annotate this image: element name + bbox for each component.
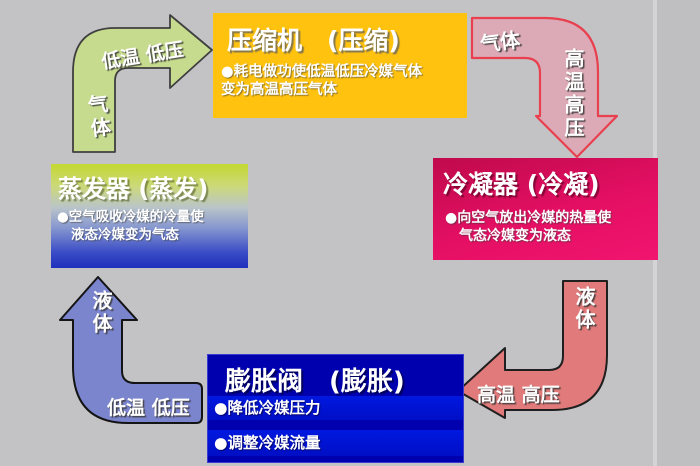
- slide-right-margin: [657, 0, 700, 466]
- evaporator-box: 蒸发器 (蒸发) ●空气吸收冷媒的冷量使 液态冷媒变为气态: [51, 164, 248, 268]
- condenser-description: ●向空气放出冷媒的热量使 气态冷媒变为液态: [445, 209, 658, 245]
- expansion-valve-title: 膨胀阀 (膨胀): [225, 367, 405, 397]
- condenser-description-line2: 气态冷媒变为液态: [459, 228, 571, 245]
- arrow-compressor-to-condenser: [470, 16, 619, 159]
- label-liquid-state-right: 液体: [572, 286, 596, 332]
- compressor-description-line2: 变为高温高压气体: [221, 81, 337, 98]
- label-gas-state-left: 气体: [83, 92, 113, 142]
- evaporator-description-line2: 液态冷媒变为气态: [71, 226, 179, 243]
- evaporator-title: 蒸发器 (蒸发): [58, 175, 209, 203]
- label-low-temp-low-pressure-bottom: 低温 低压: [107, 397, 190, 419]
- evaporator-description-line1: ●空气吸收冷媒的冷量使: [57, 209, 204, 225]
- condenser-box: 冷凝器 (冷凝) ●向空气放出冷媒的热量使 气态冷媒变为液态: [433, 158, 658, 260]
- expansion-valve-box: 膨胀阀 (膨胀) ●降低冷媒压力 ●调整冷媒流量: [207, 354, 464, 463]
- compressor-title: 压缩机 (压缩): [227, 26, 400, 55]
- evaporator-description: ●空气吸收冷媒的冷量使 液态冷媒变为气态: [57, 209, 248, 245]
- label-high-temp-high-pressure-bottom: 高温 高压: [477, 384, 560, 406]
- condenser-description-line1: ●向空气放出冷媒的热量使: [445, 210, 612, 226]
- arrow-evaporator-to-compressor: [72, 14, 213, 153]
- expansion-valve-bullet2: ●调整冷媒流量: [208, 430, 463, 456]
- label-liquid-state-left: 液体: [89, 290, 113, 336]
- compressor-description-line1: ●耗电做功使低温低压冷媒气体: [221, 64, 423, 80]
- compressor-description: ●耗电做功使低温低压冷媒气体 变为高温高压气体: [221, 64, 467, 99]
- label-gas-state-top: 气体: [478, 27, 522, 57]
- arrow-expansion-to-evaporator: [59, 276, 203, 424]
- expansion-valve-bullet1: ●降低冷媒压力: [208, 396, 463, 420]
- label-high-temp-high-pressure-vertical: 高温高压: [561, 48, 585, 140]
- arrow-condenser-to-expansion: [457, 280, 608, 419]
- condenser-title: 冷凝器 (冷凝): [443, 170, 600, 199]
- compressor-box: 压缩机 (压缩) ●耗电做功使低温低压冷媒气体 变为高温高压气体: [213, 13, 467, 118]
